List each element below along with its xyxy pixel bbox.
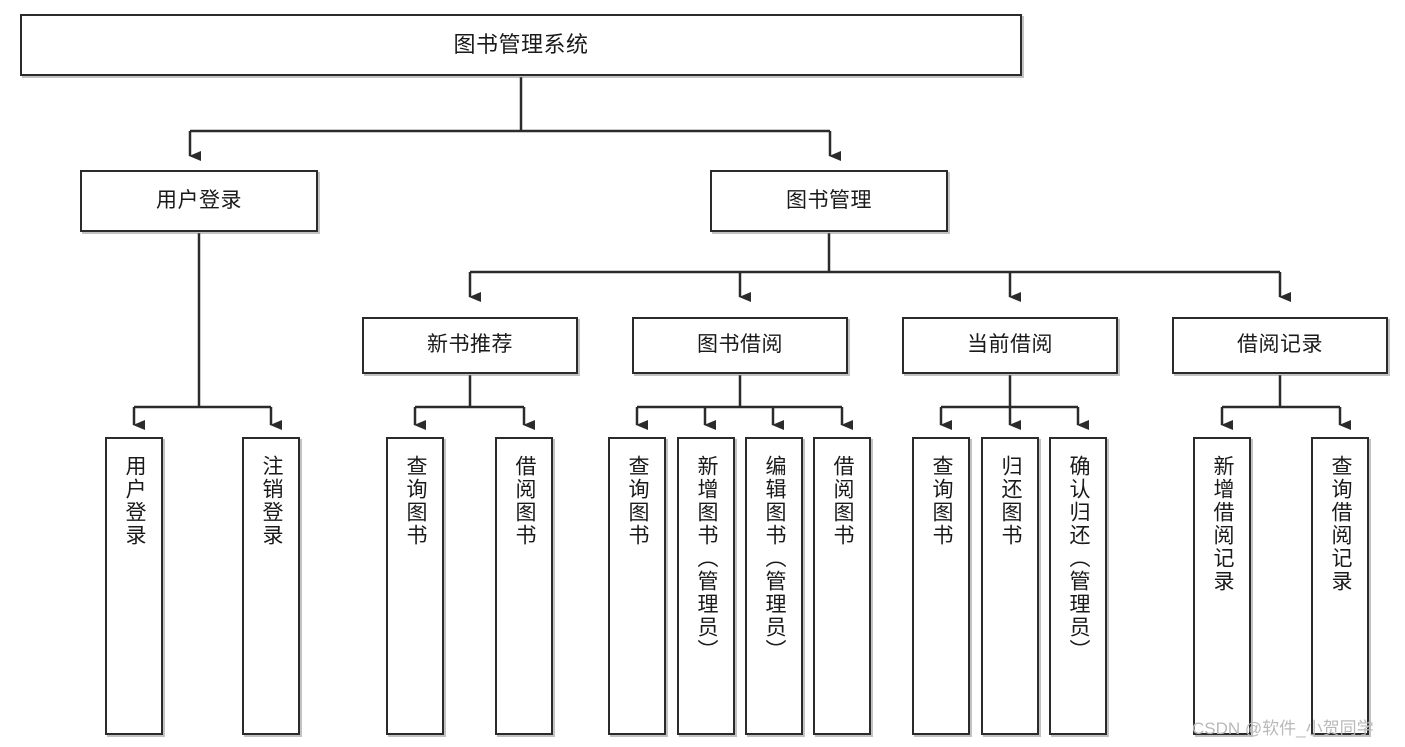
node-label: 注销登录 (260, 455, 284, 547)
node-current-borrowing[interactable]: 当前借阅 (902, 317, 1118, 374)
node-user-login[interactable]: 用户登录 (80, 170, 318, 232)
node-label: 借阅图书 (513, 455, 537, 547)
node-label: 借阅记录 (1237, 333, 1323, 357)
edges-booklogin-to-leaves (132, 233, 282, 430)
leaf-borrow-book[interactable]: 借阅图书 (813, 437, 871, 735)
edges-records-to-leaves (1220, 375, 1351, 430)
node-label: 查询图书 (404, 455, 428, 547)
node-label: 新增图书（管理员） (695, 455, 719, 662)
leaf-logout[interactable]: 注销登录 (242, 437, 300, 735)
edges-newbooks-to-leaves (413, 375, 535, 430)
node-label: 图书借阅 (697, 333, 783, 357)
leaf-query-books-current[interactable]: 查询图书 (912, 437, 970, 735)
edges-borrow-to-leaves (635, 375, 853, 430)
node-borrowing-records[interactable]: 借阅记录 (1172, 317, 1388, 374)
node-label: 图书管理 (786, 188, 872, 212)
node-new-book-recommendation[interactable]: 新书推荐 (362, 317, 578, 374)
node-label: 查询图书 (930, 455, 954, 547)
node-label: 当前借阅 (967, 333, 1053, 357)
edges-current-to-leaves (939, 375, 1089, 430)
node-label: 确认归还（管理员） (1067, 455, 1091, 662)
leaf-query-books-borrow[interactable]: 查询图书 (608, 437, 666, 735)
leaf-confirm-return-admin[interactable]: 确认归还（管理员） (1049, 437, 1107, 735)
node-label: 查询图书 (626, 455, 650, 547)
node-label: 用户登录 (123, 455, 147, 547)
node-label: 编辑图书（管理员） (763, 455, 787, 662)
leaf-query-borrowing-record[interactable]: 查询借阅记录 (1311, 437, 1369, 735)
node-label: 归还图书 (999, 455, 1023, 547)
edges-bookmgmt-to-level2 (468, 233, 1291, 302)
leaf-add-borrowing-record[interactable]: 新增借阅记录 (1193, 437, 1251, 735)
node-label: 查询借阅记录 (1329, 455, 1353, 593)
edges-root-to-level1 (188, 77, 841, 161)
node-label: 借阅图书 (831, 455, 855, 547)
node-book-management[interactable]: 图书管理 (710, 170, 948, 232)
node-root-book-management-system[interactable]: 图书管理系统 (20, 14, 1022, 76)
leaf-borrow-books-new[interactable]: 借阅图书 (495, 437, 553, 735)
node-label: 图书管理系统 (453, 32, 589, 58)
node-label: 新书推荐 (427, 333, 513, 357)
node-label: 用户登录 (156, 188, 242, 212)
leaf-edit-book-admin[interactable]: 编辑图书（管理员） (745, 437, 803, 735)
leaf-return-book[interactable]: 归还图书 (981, 437, 1039, 735)
leaf-user-login[interactable]: 用户登录 (105, 437, 163, 735)
node-book-borrowing[interactable]: 图书借阅 (632, 317, 848, 374)
leaf-query-books-new[interactable]: 查询图书 (386, 437, 444, 735)
leaf-add-book-admin[interactable]: 新增图书（管理员） (677, 437, 735, 735)
node-label: 新增借阅记录 (1211, 455, 1235, 593)
